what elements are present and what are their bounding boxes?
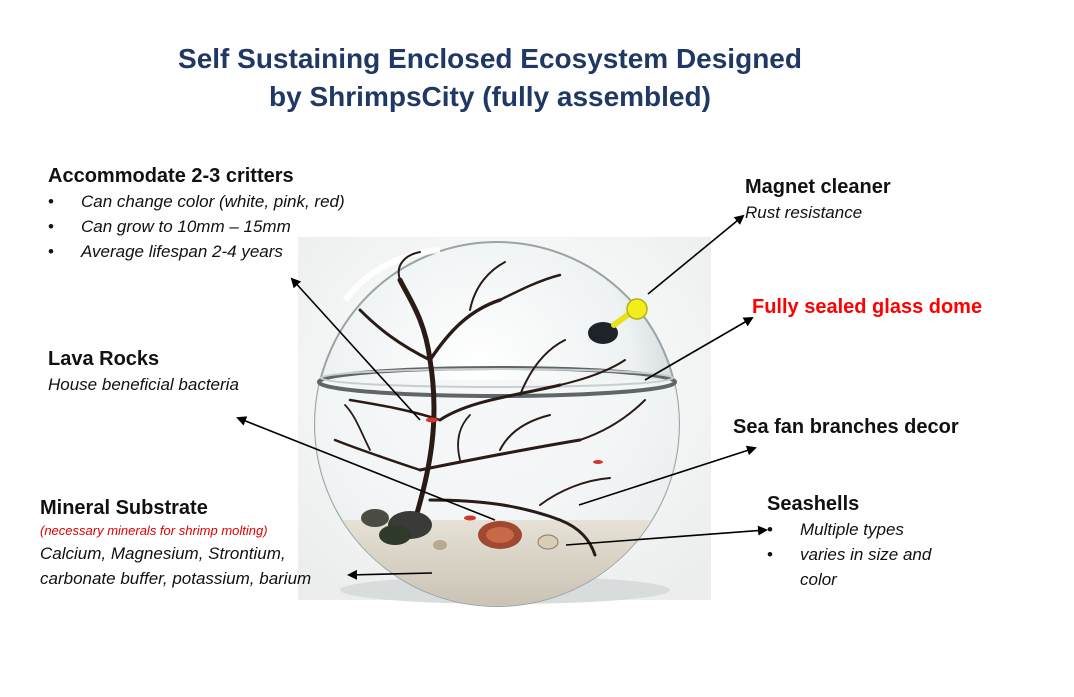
seashells-list: Multiple types varies in size and color [767,517,967,592]
sea-fan-heading: Sea fan branches decor [733,416,959,438]
list-item: Average lifespan 2-4 years [48,239,408,264]
callout-substrate: Mineral Substrate (necessary minerals fo… [40,495,360,591]
arrow-sea-fan [578,445,757,506]
lava-rocks-description: House beneficial bacteria [48,375,239,394]
callout-critters: Accommodate 2-3 critters Can change colo… [48,163,408,264]
critters-heading: Accommodate 2-3 critters [48,165,294,187]
page-title: Self Sustaining Enclosed Ecosystem Desig… [110,40,870,116]
arrow-seashells [565,525,768,546]
arrow-lava-rocks [236,416,496,521]
title-line-1: Self Sustaining Enclosed Ecosystem Desig… [178,43,802,74]
arrow-substrate [347,569,433,580]
magnet-heading: Magnet cleaner [745,176,891,198]
substrate-note: (necessary minerals for shrimp molting) [40,523,268,538]
magnet-cleaner-icon [588,298,648,344]
callout-lava-rocks: Lava Rocks House beneficial bacteria [48,346,308,397]
sea-fan-icon [333,251,646,557]
shrimp-icon [426,417,603,521]
list-item: Can change color (white, pink, red) [48,189,408,214]
arrow-magnet [647,214,745,295]
callout-seashells: Seashells Multiple types varies in size … [767,491,1007,592]
arrow-dome [644,316,754,381]
arrow-critters [290,277,421,421]
lava-rocks-icon [361,509,432,545]
magnet-description: Rust resistance [745,203,863,222]
critters-list: Can change color (white, pink, red) Can … [48,189,408,264]
substrate-heading: Mineral Substrate [40,497,208,519]
list-item: varies in size and color [767,542,967,592]
substrate-line-1: Calcium, Magnesium, Strontium, [40,544,286,563]
callout-magnet: Magnet cleaner Rust resistance [745,174,1005,225]
list-item: Multiple types [767,517,967,542]
title-line-2: by ShrimpsCity (fully assembled) [269,81,711,112]
lava-rocks-heading: Lava Rocks [48,348,160,370]
seashells-heading: Seashells [767,493,860,515]
list-item: Can grow to 10mm – 15mm [48,214,408,239]
substrate-line-2: carbonate buffer, potassium, barium [40,569,312,588]
seashell-icon [433,521,559,550]
dome-heading: Fully sealed glass dome [752,296,983,318]
